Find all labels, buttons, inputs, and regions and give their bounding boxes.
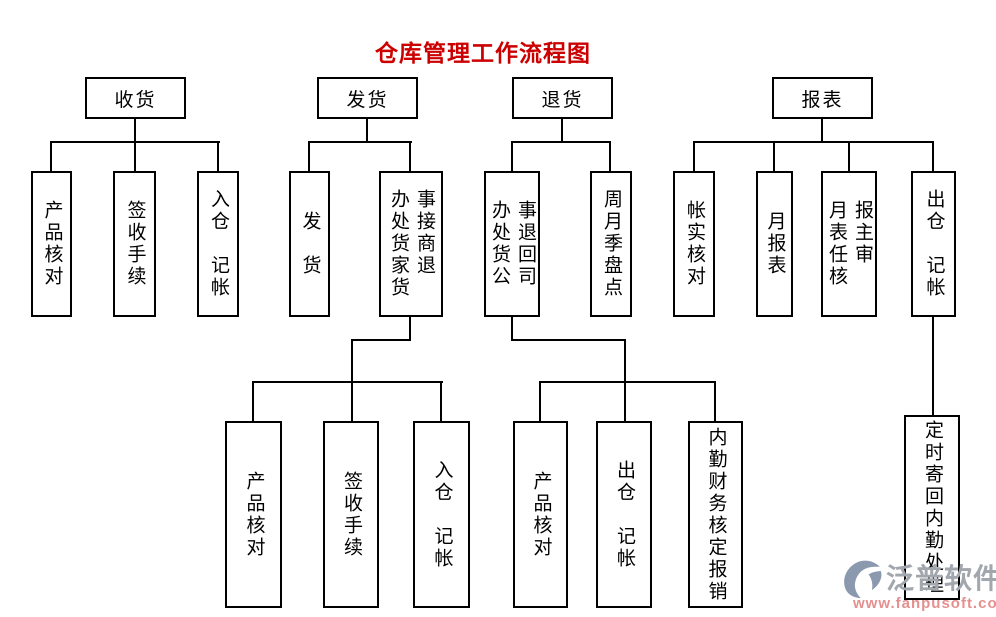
node-label: 办处货公 事退回司 — [489, 200, 536, 288]
connector-line — [308, 141, 412, 143]
node-label: 办处货家货 事接商退 — [388, 189, 435, 299]
connector-line — [366, 119, 368, 142]
node-inbound-bookkeeping-2: 入仓 记帐 — [413, 421, 470, 608]
node-outbound-bookkeeping: 出仓 记帐 — [911, 171, 956, 317]
connector-line — [932, 317, 934, 415]
node-outbound-bookkeeping-2: 出仓 记帐 — [596, 421, 652, 608]
node-label: 入仓 记帐 — [431, 459, 453, 570]
connector-line — [252, 381, 443, 383]
fanpu-swoosh-logo-icon — [842, 560, 884, 598]
node-label: 帐实核对 — [684, 200, 705, 288]
node-label: 周月季盘点 — [601, 189, 622, 299]
node-returns: 退货 — [512, 77, 613, 119]
connector-line — [252, 383, 254, 421]
node-label: 退货 — [541, 89, 584, 111]
connector-line — [561, 119, 563, 142]
node-office-return-to-company: 办处货公 事退回司 — [484, 171, 540, 317]
node-label: 入仓 记帐 — [208, 189, 229, 299]
connector-line — [134, 143, 136, 171]
node-label: 定时寄回内勤处理 — [922, 419, 943, 596]
connector-line — [50, 141, 220, 143]
node-report-director-review: 月表任核 报主审 — [821, 171, 877, 317]
connector-line — [539, 381, 716, 383]
node-monthly-report: 月报表 — [756, 171, 793, 317]
connector-line — [134, 119, 136, 142]
connector-line — [539, 383, 541, 421]
connector-line — [932, 143, 934, 171]
node-product-check-3: 产品核对 — [513, 421, 568, 608]
connector-line — [609, 143, 611, 171]
connector-line — [511, 339, 626, 341]
node-label: 月表任核 报主审 — [826, 200, 873, 288]
connector-line — [624, 339, 626, 383]
node-product-check: 产品核对 — [31, 171, 72, 317]
connector-line — [511, 141, 611, 143]
node-sign-procedure: 签收手续 — [113, 171, 156, 317]
connector-line — [409, 143, 411, 171]
node-label: 产品核对 — [41, 200, 63, 288]
node-label: 出仓 记帐 — [614, 459, 635, 570]
node-label: 签收手续 — [124, 200, 146, 288]
connector-line — [848, 143, 850, 171]
node-shipping: 发货 — [317, 77, 418, 119]
node-label: 产品核对 — [530, 470, 552, 559]
node-label: 发货 — [346, 89, 389, 111]
node-receiving: 收货 — [85, 77, 186, 119]
connector-line — [409, 317, 411, 341]
connector-line — [351, 383, 353, 421]
node-label: 内勤财务核定报销 — [705, 426, 727, 603]
connector-line — [308, 143, 310, 171]
node-reports: 报表 — [772, 77, 873, 119]
connector-line — [773, 143, 775, 171]
page-title: 仓库管理工作流程图 — [375, 40, 591, 66]
connector-line — [693, 143, 695, 171]
connector-line — [351, 339, 411, 341]
node-label: 产品核对 — [243, 470, 265, 559]
connector-line — [624, 383, 626, 421]
node-label: 签收手续 — [341, 470, 362, 559]
watermark-brand: 泛普软件 — [886, 563, 996, 594]
connector-line — [511, 317, 513, 341]
node-inbound-bookkeeping: 入仓 记帐 — [197, 171, 239, 317]
connector-line — [511, 143, 513, 171]
node-label: 收货 — [114, 89, 157, 111]
watermark-url: www.fanpusoft.com — [853, 595, 996, 612]
connector-line — [440, 383, 442, 421]
node-label: 发 货 — [299, 211, 321, 277]
node-periodic-stocktake: 周月季盘点 — [590, 171, 632, 317]
watermark: 泛普软件 www.fanpusoft.com — [842, 560, 996, 612]
node-scheduled-mail-back-office: 定时寄回内勤处理 — [904, 415, 960, 600]
node-label: 出仓 记帐 — [923, 189, 945, 299]
node-product-check-2: 产品核对 — [225, 421, 282, 608]
connector-line — [217, 143, 219, 171]
connector-line — [351, 341, 353, 383]
connector-line — [821, 119, 823, 142]
node-sign-procedure-2: 签收手续 — [323, 421, 379, 608]
node-account-reconciliation: 帐实核对 — [673, 171, 715, 317]
node-label: 月报表 — [764, 211, 786, 277]
connector-line — [50, 143, 52, 171]
node-dispatch-goods: 发 货 — [289, 171, 330, 317]
connector-line — [714, 383, 716, 421]
node-office-merchant-return: 办处货家货 事接商退 — [379, 171, 443, 317]
node-label: 报表 — [801, 89, 844, 111]
node-back-office-finance-approval: 内勤财务核定报销 — [688, 421, 743, 608]
connector-line — [693, 141, 934, 143]
